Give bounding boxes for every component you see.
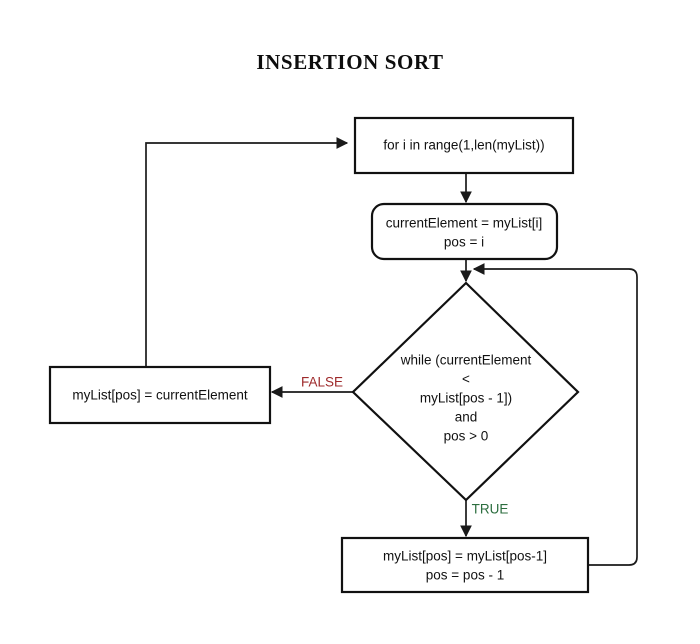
node-place-element[interactable]: myList[pos] = currentElement [48,365,272,425]
while-condition-line-1: while (currentElement [400,353,532,368]
init-assign-line-2: pos = i [444,235,484,250]
loop-header-box[interactable] [353,116,575,175]
edge-shift-back-to-condition [472,263,638,566]
while-condition-line-3: myList[pos - 1]) [420,391,512,406]
init-assign-line-1: currentElement = myList[i] [386,216,542,231]
shift-element-line-1: myList[pos] = myList[pos-1] [383,549,547,564]
while-condition-line-4: and [455,410,478,425]
node-shift-element[interactable]: myList[pos] = myList[pos-1] pos = pos - … [340,536,590,594]
edge-place-back-to-loop [145,137,349,367]
init-assign-box[interactable] [370,202,559,261]
node-while-condition[interactable]: while (currentElement < myList[pos - 1])… [351,281,580,502]
shift-element-line-2: pos = pos - 1 [426,568,504,583]
node-init-assign[interactable]: currentElement = myList[i] pos = i [370,202,559,261]
place-element-text: myList[pos] = currentElement [72,388,247,403]
node-loop-header[interactable]: for i in range(1,len(myList)) [353,116,575,175]
edge-label-false: FALSE [301,375,343,390]
shift-element-box[interactable] [340,536,590,594]
page-title: INSERTION SORT [256,50,444,74]
while-condition-line-2: < [462,372,470,387]
while-condition-diamond[interactable] [351,281,580,502]
while-condition-line-5: pos > 0 [444,429,489,444]
edge-label-true: TRUE [472,502,509,517]
loop-header-text: for i in range(1,len(myList)) [383,138,544,153]
place-element-box[interactable] [48,365,272,425]
